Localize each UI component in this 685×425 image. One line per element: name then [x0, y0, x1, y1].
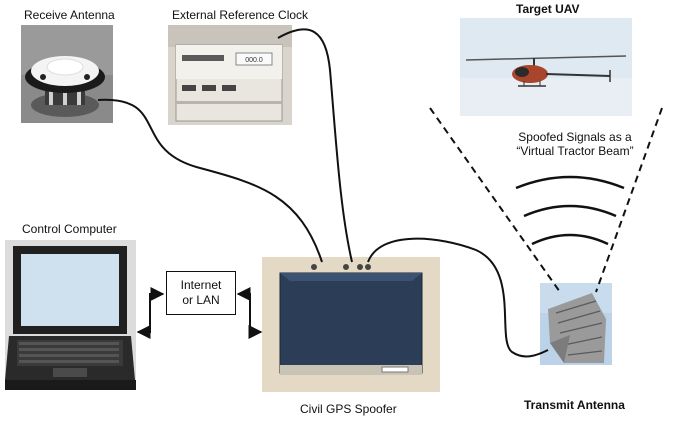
beam-caption-line2: “Virtual Tractor Beam”	[516, 144, 634, 158]
control-computer-photo	[5, 240, 136, 390]
network-box-line2: or LAN	[182, 293, 220, 307]
transmit-antenna-photo	[540, 283, 612, 365]
receive-antenna-photo	[21, 25, 113, 123]
target-uav-photo	[460, 18, 632, 116]
receive-antenna-label: Receive Antenna	[24, 8, 115, 22]
receive-antenna-cable	[97, 98, 323, 263]
laptop-network-arrow	[136, 287, 165, 339]
signal-arc-1	[515, 175, 625, 190]
signal-arc-2	[523, 204, 617, 218]
control-computer-label: Control Computer	[22, 222, 117, 236]
reference-clock-photo: 000.0	[168, 25, 292, 125]
beam-left-edge	[429, 107, 561, 293]
beam-caption: Spoofed Signals as a “Virtual Tractor Be…	[490, 130, 660, 158]
network-box-line1: Internet	[180, 278, 222, 292]
gps-spoofer-photo	[262, 257, 440, 392]
clock-display-text: 000.0	[245, 57, 263, 64]
external-clock-label: External Reference Clock	[172, 8, 309, 22]
network-spoofer-arrow	[236, 287, 263, 339]
transmit-antenna-label: Transmit Antenna	[524, 398, 625, 412]
clock-cable	[277, 28, 353, 263]
target-uav-label: Target UAV	[516, 2, 580, 16]
network-box: Internet or LAN	[166, 271, 236, 315]
beam-right-edge	[595, 107, 663, 293]
beam-caption-line1: Spoofed Signals as a	[518, 130, 632, 144]
spoofer-label: Civil GPS Spoofer	[300, 402, 397, 416]
signal-arc-3	[531, 233, 609, 246]
transmit-cable	[367, 237, 549, 358]
